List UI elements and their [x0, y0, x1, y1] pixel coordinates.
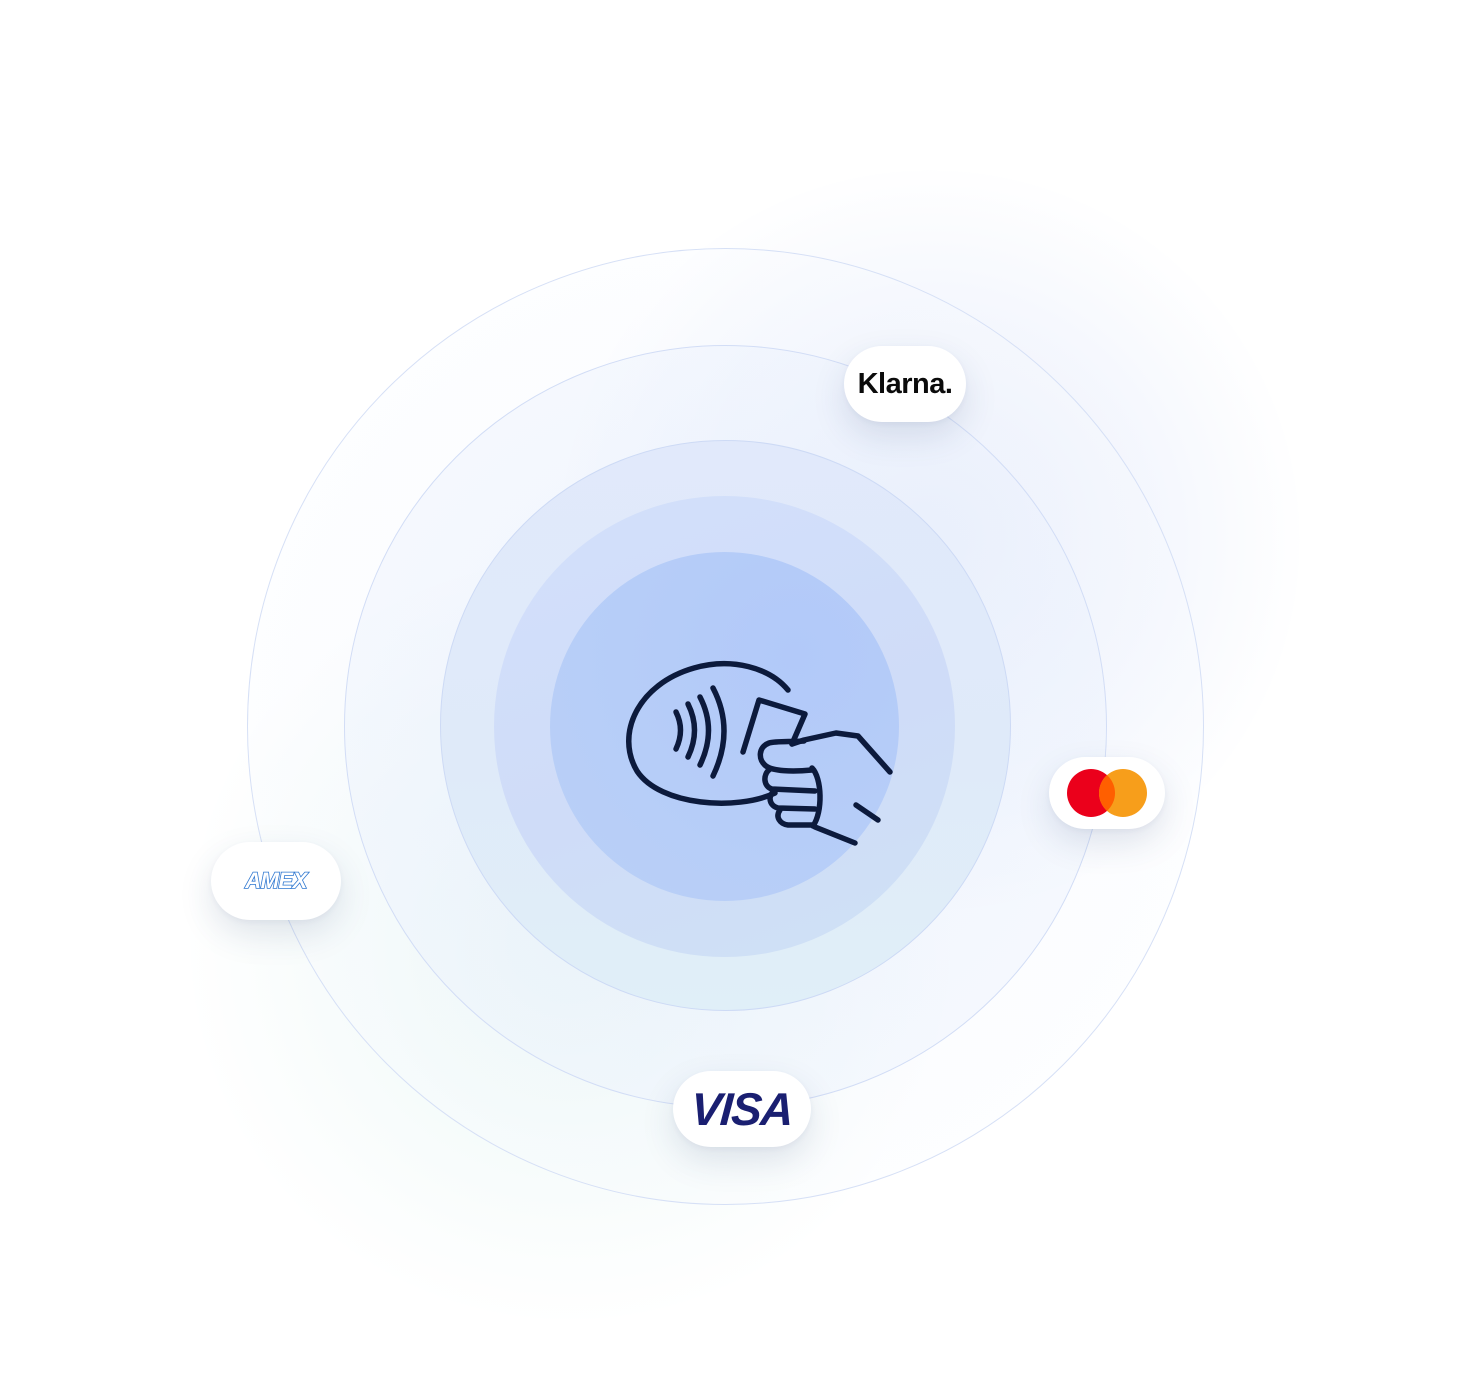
amex-badge: AMEX — [211, 842, 341, 920]
contactless-payment-hand-icon — [626, 660, 893, 846]
klarna-badge: Klarna. — [844, 346, 966, 422]
amex-logo: AMEX — [244, 867, 308, 894]
klarna-logo: Klarna. — [857, 367, 953, 400]
mastercard-logo — [1067, 769, 1147, 817]
visa-badge: VISA — [673, 1071, 811, 1147]
visa-logo: VISA — [689, 1083, 795, 1135]
mastercard-badge — [1049, 757, 1165, 829]
